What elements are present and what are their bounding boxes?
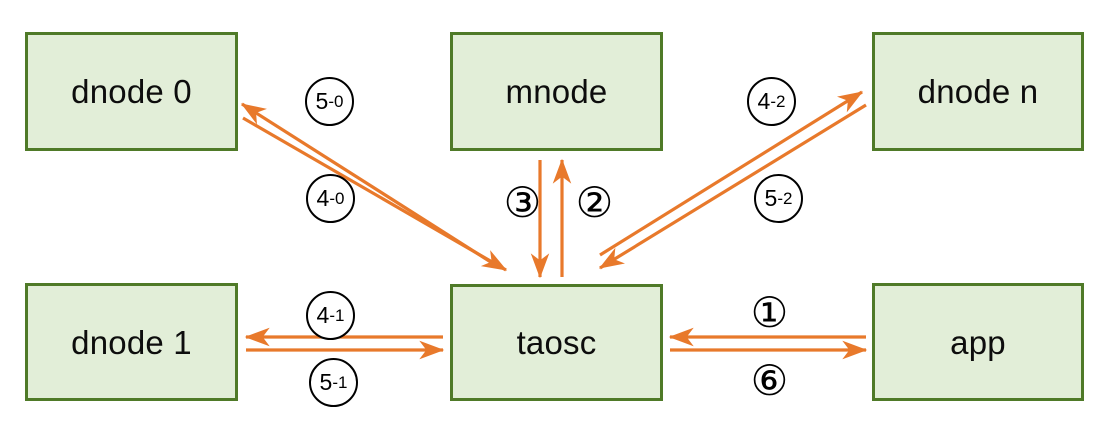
step-badge-5-0-main: 5 [315,88,329,114]
step-badge-4-1-sub: -1 [329,306,345,325]
node-dnode-1[interactable]: dnode 1 [25,283,238,401]
step-badge-5-1: 5-1 [309,358,358,407]
step-badge-4-2-sub: -2 [770,92,786,111]
node-taosc[interactable]: taosc [450,284,663,401]
node-label-taosc: taosc [516,324,597,361]
node-label-dnode-0: dnode 0 [71,73,192,110]
step-badge-4-2: 4-2 [747,77,796,126]
step-badge-4-0: 4-0 [306,174,355,223]
step-badge-1-glyph: ① [750,287,789,337]
step-badge-6: ⑥ [745,356,794,405]
step-badge-4-2-main: 4 [757,88,771,114]
node-dnode-0[interactable]: dnode 0 [25,32,238,151]
node-label-app: app [950,323,1006,361]
step-badge-4-0-sub: -0 [329,189,345,208]
step-badge-4-0-main: 4 [316,185,330,211]
step-badge-4-1: 4-1 [306,291,355,340]
step-badge-3-glyph: ③ [503,177,542,227]
node-label-dnode-1: dnode 1 [71,323,192,361]
step-badge-3: ③ [498,178,547,227]
node-label-dnode-n: dnode n [917,73,1039,110]
step-badge-5-2-sub: -2 [777,189,793,208]
step-badge-4-1-main: 4 [316,302,330,328]
step-badge-5-0-sub: -0 [328,92,344,111]
node-dnode-n[interactable]: dnode n [872,32,1084,151]
step-badge-1: ① [745,288,794,337]
step-badge-5-1-main: 5 [319,369,333,395]
step-badge-5-0: 5-0 [305,77,354,126]
node-app[interactable]: app [872,283,1084,401]
step-badge-2: ② [570,178,619,227]
step-badge-5-1-sub: -1 [332,373,348,392]
step-badge-5-2: 5-2 [754,174,803,223]
step-badge-2-glyph: ② [575,177,614,227]
step-badge-5-2-main: 5 [764,185,778,211]
step-badge-6-glyph: ⑥ [750,355,789,405]
node-label-mnode: mnode [505,73,608,110]
node-mnode[interactable]: mnode [450,32,663,151]
